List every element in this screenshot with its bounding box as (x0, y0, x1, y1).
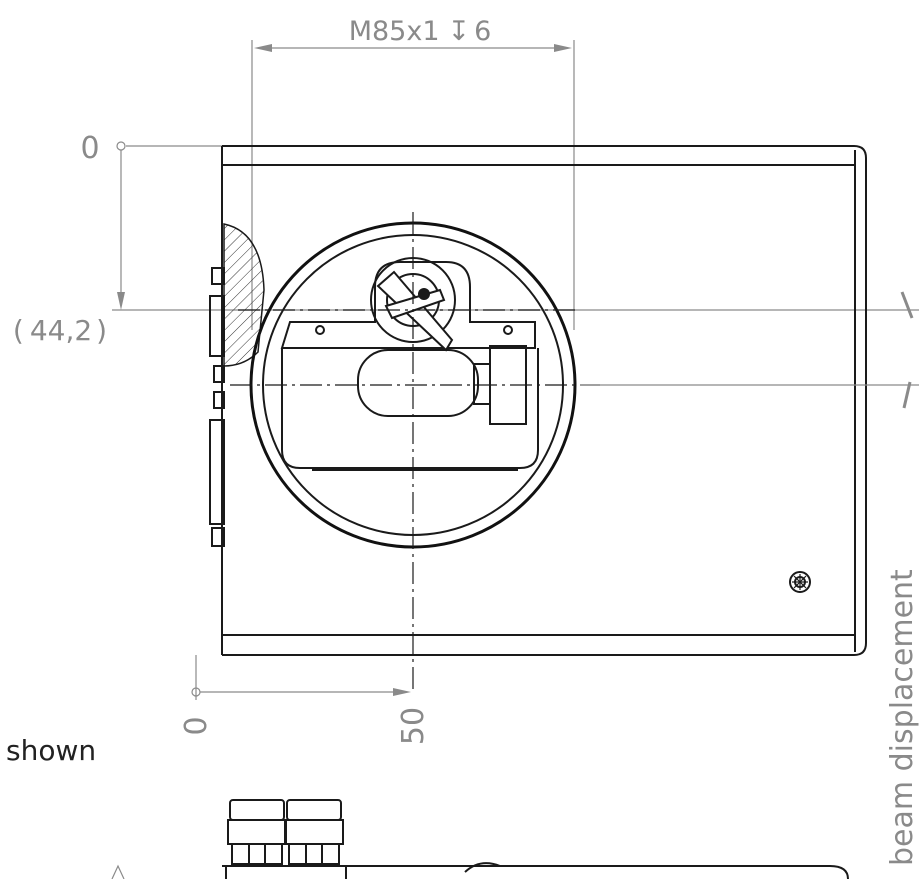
center-lines (230, 212, 919, 690)
hatched-section (223, 223, 265, 367)
fitting-cap-1 (229, 799, 285, 821)
thread-label: M85x1↧6 (349, 16, 492, 47)
lamp-bulb (357, 349, 479, 417)
vertical-dimension: 0 (44,2) (13, 131, 919, 347)
vertical-arrow (117, 292, 125, 310)
thread-arrow-right (554, 44, 572, 52)
horizontal-dimension: 0 50 (179, 655, 431, 745)
fitting-body-2 (284, 819, 344, 845)
mount-hole-right (503, 325, 513, 335)
beam-displacement-label: beam displacement (885, 569, 919, 866)
offset-horizontal-label: 50 (396, 707, 431, 745)
housing (209, 145, 867, 656)
cut-off-character-2 (902, 381, 912, 409)
fitting-cap-2 (286, 799, 342, 821)
side-view-corner (829, 865, 849, 879)
mount-plate (280, 261, 536, 349)
connector-tab-1 (211, 267, 225, 285)
thread-arrow-left (254, 44, 272, 52)
connector-tab-4 (211, 527, 225, 547)
shutter-pivot (418, 288, 430, 300)
connector-block-1 (209, 295, 225, 357)
connector-tab-3 (213, 391, 225, 409)
fitting-nut-1 (231, 843, 283, 865)
connector-tab-2 (213, 365, 225, 383)
cut-off-character-1 (900, 291, 914, 319)
cavity-body (281, 348, 539, 469)
fitting-body-1 (227, 819, 287, 845)
mount-hole-left (315, 325, 325, 335)
side-view-curve (464, 862, 501, 873)
origin-marker (116, 141, 126, 151)
side-view-dimension-arrow (111, 864, 125, 879)
screw-icon (789, 571, 811, 593)
horizontal-arrow (393, 688, 411, 696)
beam-height-label: (44,2) (13, 314, 107, 347)
origin-horizontal-label: 0 (179, 716, 214, 735)
fitting-nut-2 (288, 843, 340, 865)
thread-dimension: M85x1↧6 (251, 16, 575, 330)
housing-outline (222, 145, 867, 656)
origin-vertical-label: 0 (80, 131, 99, 166)
connector-block-2 (209, 419, 225, 525)
shown-label: shown (6, 734, 96, 767)
side-view (111, 799, 849, 879)
